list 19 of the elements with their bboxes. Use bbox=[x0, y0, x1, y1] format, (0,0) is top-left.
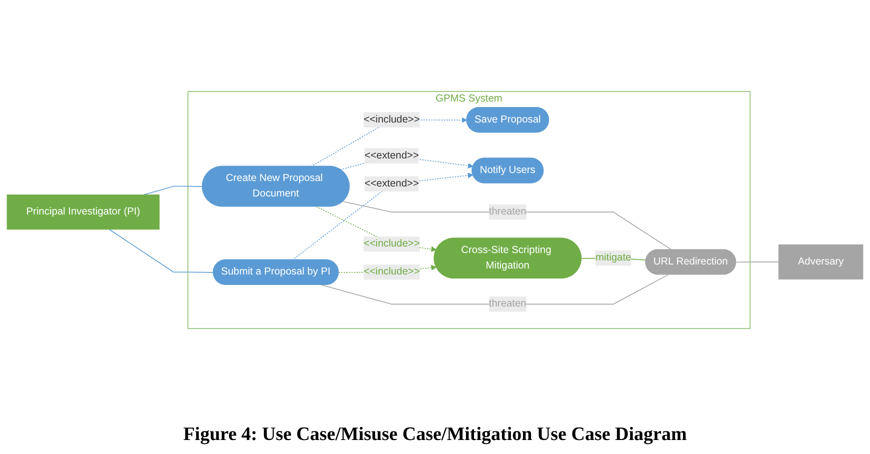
edge-label: <<include>> bbox=[364, 238, 420, 250]
arrow bbox=[310, 117, 468, 167]
node-box: Adversary bbox=[778, 244, 864, 280]
connector bbox=[736, 262, 780, 263]
connector bbox=[143, 186, 203, 196]
edge-label: threaten bbox=[488, 298, 526, 310]
edge-label: mitigate bbox=[595, 252, 632, 264]
edge-label: <<include>> bbox=[364, 266, 420, 278]
edge-label: <<extend>> bbox=[364, 150, 419, 161]
connector bbox=[108, 228, 214, 273]
edge-label: threaten bbox=[488, 206, 526, 218]
connector bbox=[342, 201, 672, 250]
arrow bbox=[316, 206, 437, 252]
node-box: Principal Investigator (PI) bbox=[6, 194, 160, 230]
arrow bbox=[292, 172, 474, 260]
figure-caption: Figure 4: Use Case/Misuse Case/Mitigation Use Case Diagram bbox=[183, 424, 687, 445]
connector bbox=[320, 274, 669, 305]
edge-label: <<include>> bbox=[364, 114, 420, 125]
edge-label: <<extend>> bbox=[364, 178, 419, 189]
